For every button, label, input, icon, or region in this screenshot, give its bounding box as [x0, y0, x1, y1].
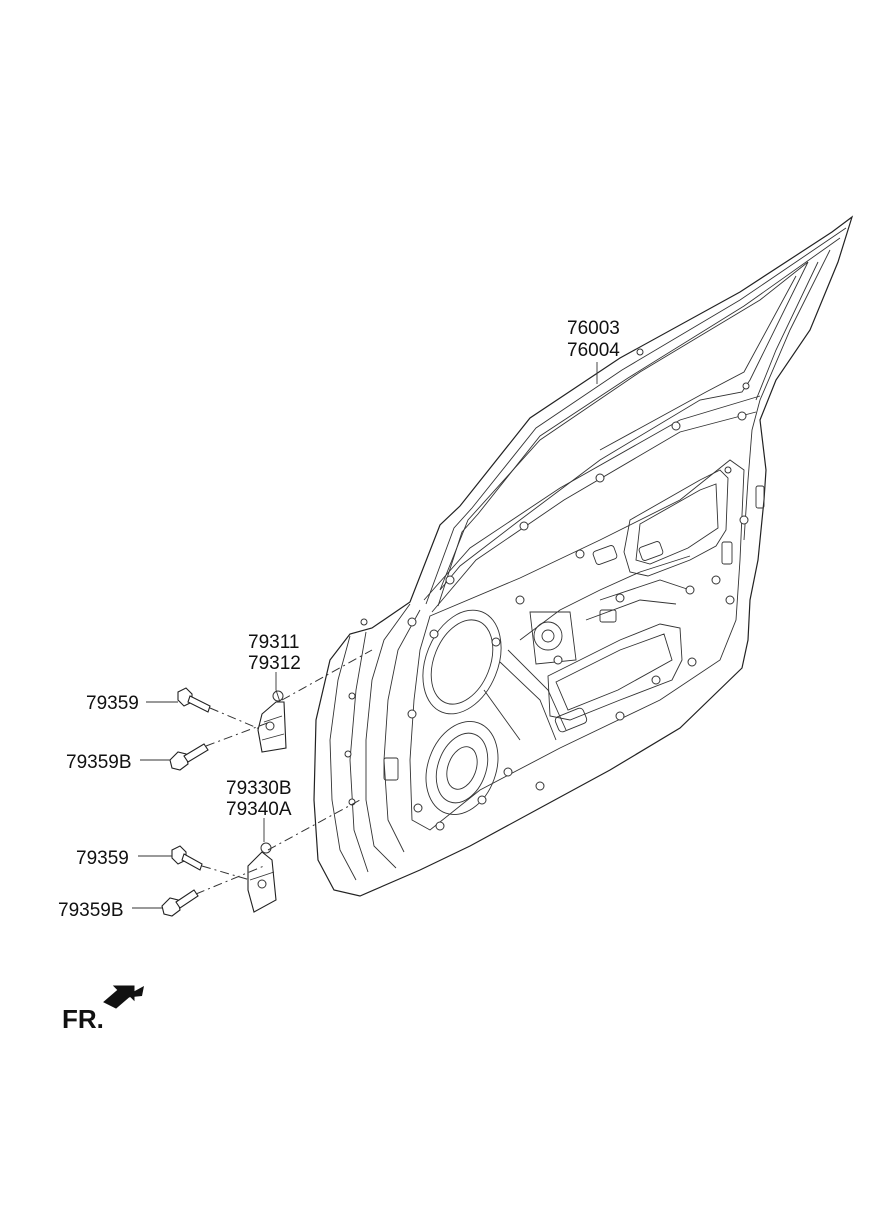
part-label-76004: 76004 [567, 340, 620, 361]
part-label-79311: 79311 [248, 632, 299, 653]
part-label-79340a: 79340A [226, 799, 292, 820]
part-label-lower-79359b: 79359B [58, 900, 124, 921]
front-direction-indicator: FR. [62, 985, 144, 1034]
assembly-center-lines [195, 649, 373, 895]
front-door-panel [313, 215, 854, 897]
part-label-lower-79359: 79359 [76, 848, 129, 869]
part-label-79330b: 79330B [226, 778, 292, 799]
part-label-upper-79359: 79359 [86, 693, 139, 714]
lower-hinge-assembly [247, 842, 277, 913]
front-label: FR. [62, 1004, 104, 1034]
part-label-upper-79359b: 79359B [66, 752, 132, 773]
upper-bolt-79359b [169, 743, 209, 771]
upper-hinge-assembly [257, 689, 287, 753]
part-label-76003: 76003 [567, 318, 620, 339]
upper-bolt-79359 [177, 687, 211, 713]
door-mounting-holes [344, 348, 750, 831]
lower-bolt-79359 [171, 845, 203, 871]
lower-bolt-79359b [161, 889, 199, 917]
part-label-79312: 79312 [248, 653, 301, 674]
leader-lines [132, 362, 598, 909]
